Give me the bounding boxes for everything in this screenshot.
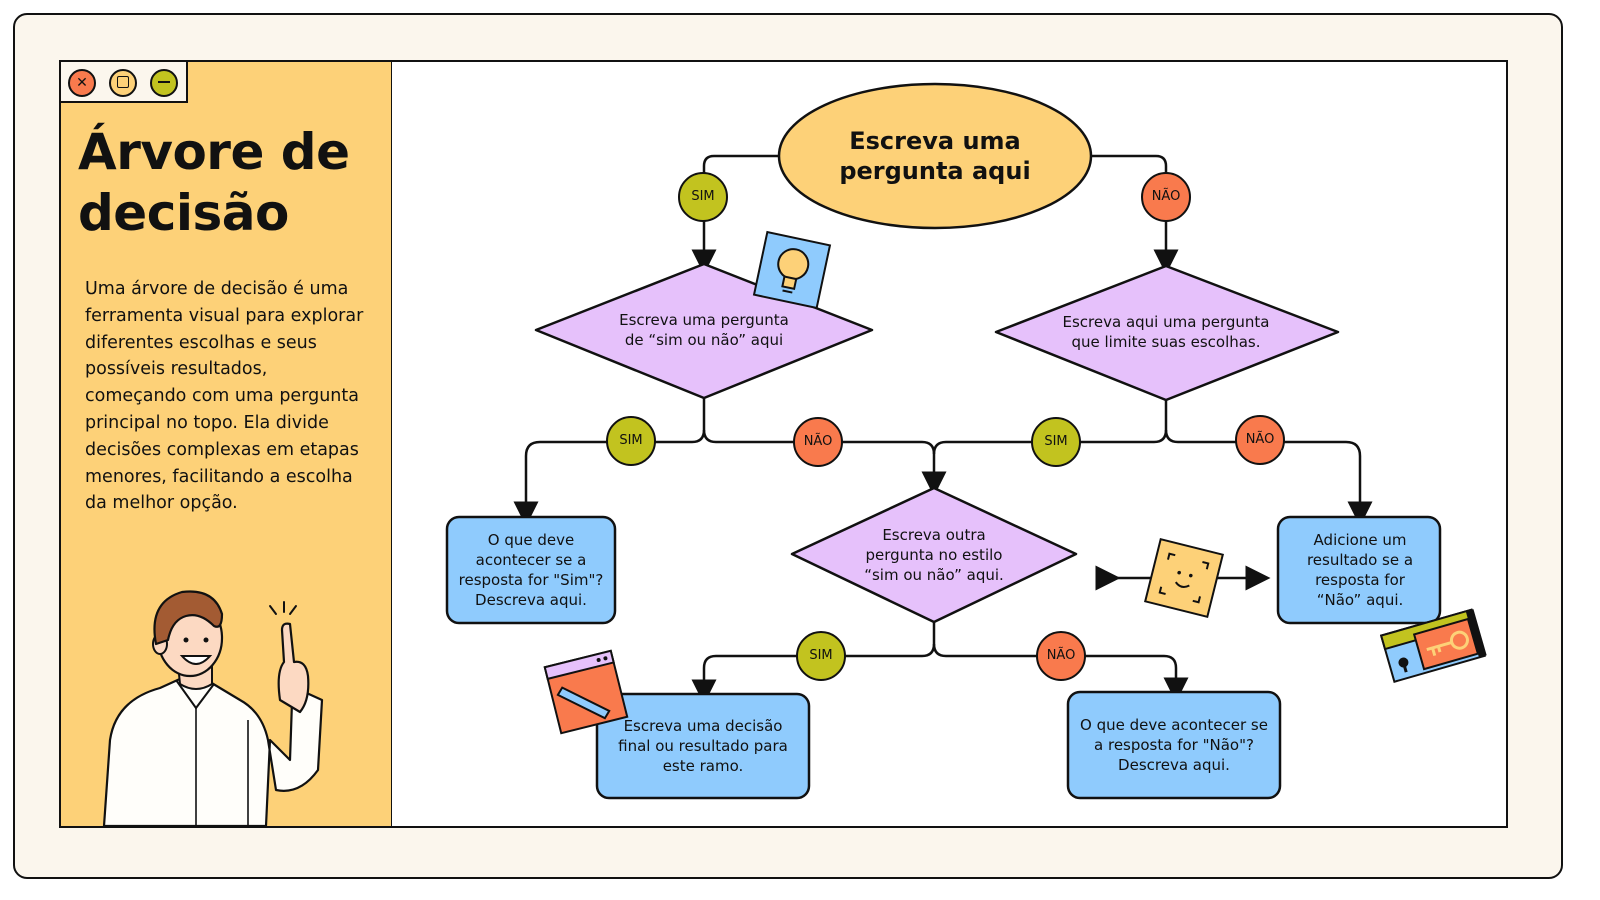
- no-label-1: NÃO: [1151, 189, 1181, 204]
- no-badge-2: [793, 417, 843, 467]
- root-node: [777, 82, 1093, 230]
- yes-label-1: SIM: [691, 189, 715, 204]
- no-label-4: NÃO: [1046, 648, 1076, 663]
- question-center-label[interactable]: Escreva outra pergunta no estilo “sim ou…: [864, 526, 1004, 584]
- yes-badge-4: [796, 631, 846, 681]
- page-title: Árvore de decisão: [78, 123, 350, 242]
- result-right-node: [1276, 515, 1442, 625]
- key-icon: [1379, 608, 1487, 683]
- person-illustration: [102, 590, 324, 828]
- question-right-node: [994, 264, 1340, 402]
- maximize-icon[interactable]: [109, 69, 137, 97]
- no-badge-3: [1235, 415, 1285, 465]
- no-label-2: NÃO: [803, 434, 833, 449]
- page-description: Uma árvore de decisão é uma ferramenta v…: [85, 279, 364, 514]
- yes-label-3: SIM: [1044, 434, 1068, 449]
- result-left-node: [445, 515, 617, 625]
- question-center-node: [790, 486, 1078, 624]
- result-right-label[interactable]: Adicione um resultado se a resposta for …: [1306, 531, 1414, 609]
- result-bottom-left-label[interactable]: Escreva uma decisão final ou resultado p…: [618, 717, 788, 775]
- root-label[interactable]: Escreva uma pergunta aqui: [839, 127, 1031, 185]
- connector-root-left: [691, 154, 780, 275]
- yes-label-2: SIM: [619, 433, 643, 448]
- result-bottom-left-node: [595, 692, 811, 800]
- no-badge-1: [1141, 172, 1191, 222]
- close-icon[interactable]: ✕: [68, 69, 96, 97]
- result-bottom-right-node: [1066, 690, 1282, 800]
- result-bottom-right-label[interactable]: O que deve acontecer se a resposta for "…: [1080, 716, 1268, 774]
- yes-badge-2: [606, 416, 656, 466]
- question-right-label[interactable]: Escreva aqui uma pergunta que limite sua…: [1062, 313, 1270, 351]
- question-left-label[interactable]: Escreva uma pergunta de “sim ou não” aqu…: [619, 311, 789, 349]
- yes-label-4: SIM: [809, 648, 833, 663]
- no-badge-4: [1036, 631, 1086, 681]
- window-controls: ✕: [59, 60, 188, 103]
- lightbulb-icon: [752, 230, 832, 310]
- face-scan-icon: [1143, 537, 1225, 619]
- result-left-label[interactable]: O que deve acontecer se a resposta for "…: [458, 531, 604, 609]
- pencil-window-icon: [543, 649, 629, 735]
- yes-badge-1: [678, 172, 728, 222]
- yes-badge-3: [1031, 417, 1081, 467]
- no-label-3: NÃO: [1245, 432, 1275, 447]
- minimize-icon[interactable]: [150, 69, 178, 97]
- connector-root-right: [1090, 154, 1179, 275]
